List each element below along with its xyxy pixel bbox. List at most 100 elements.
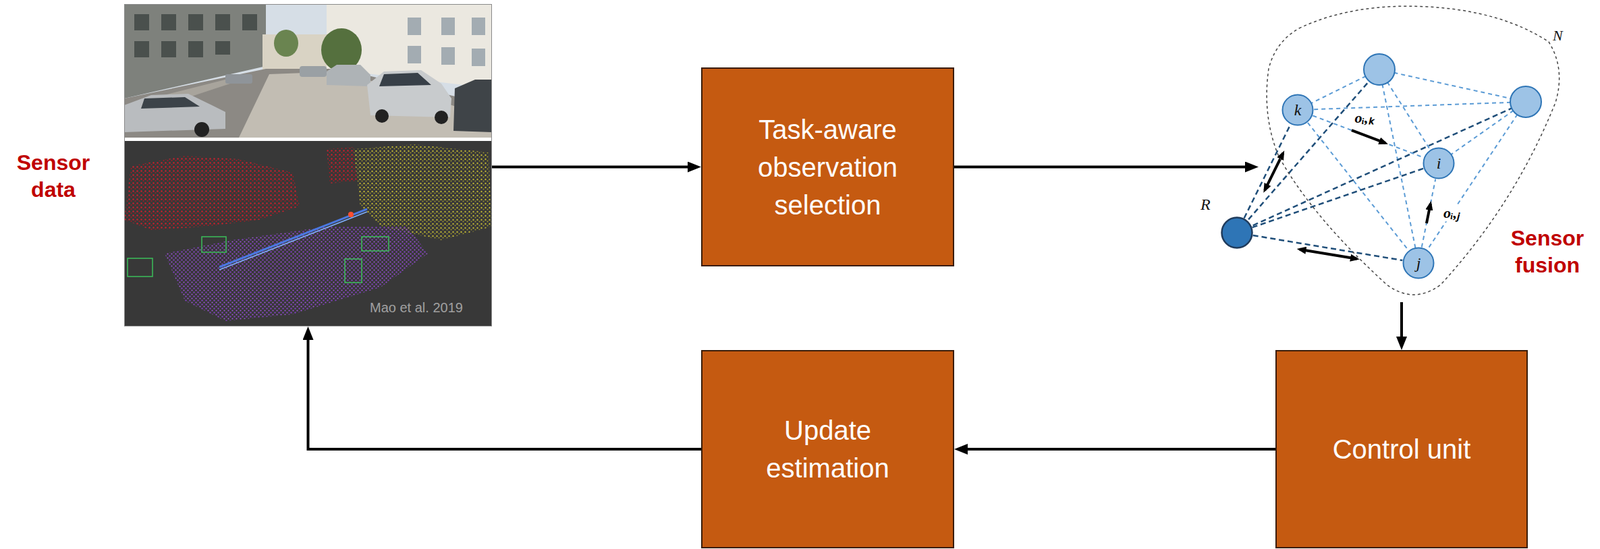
trajectory [219, 209, 368, 268]
link-line [1252, 168, 1424, 228]
link-line [1244, 124, 1291, 219]
observation-arrow [1426, 203, 1431, 224]
region-border [1266, 6, 1559, 295]
wheel [434, 110, 449, 125]
node-circle [1423, 148, 1455, 179]
box-label: Update estimation [729, 411, 926, 488]
edge-label: oᵢ,ⱼ [1441, 204, 1462, 222]
link-line [1253, 235, 1403, 261]
observation-arrow [1351, 130, 1386, 144]
sensor-illustration [124, 4, 492, 327]
sky [124, 4, 492, 138]
watermark: Mao et al. 2019 [369, 299, 463, 316]
arrow-line [958, 448, 1276, 451]
flow-arrow [308, 330, 702, 450]
link-line [1312, 115, 1424, 158]
box-label: Task-aware observation selection [729, 110, 926, 225]
arrow-line [1400, 302, 1403, 347]
process-box: Update estimation [701, 350, 955, 549]
sensor-fusion-region: kijNSensor fusion [1258, 1, 1566, 303]
edge-label: oᵢ,ₖ [1352, 109, 1376, 127]
wheel [375, 109, 389, 123]
tree [273, 29, 299, 57]
car [326, 64, 371, 87]
road [124, 68, 492, 138]
dashed-link [1307, 122, 1409, 251]
wheel [194, 122, 210, 137]
node-symbol: R [1200, 196, 1211, 213]
reference-line [1236, 69, 1380, 233]
sensor-node: i [1422, 147, 1455, 180]
window [242, 14, 258, 31]
sensor-circle [1363, 53, 1395, 86]
link-line [1421, 179, 1436, 248]
node-letter: k [1294, 101, 1302, 119]
arrow-line [308, 330, 702, 450]
window [407, 45, 422, 64]
node-circle [1222, 217, 1253, 249]
set-symbol: N [1552, 28, 1563, 44]
dashed-link [1253, 235, 1403, 261]
window [441, 47, 455, 65]
flow-arrow [954, 166, 1255, 168]
red-points [326, 147, 357, 184]
window [441, 17, 455, 36]
mesh-line [1379, 69, 1526, 102]
arrow-line [491, 166, 698, 169]
window [471, 17, 486, 36]
node-outline [1220, 216, 1254, 250]
sensor-node: j [1402, 246, 1435, 280]
detection-box [344, 259, 362, 283]
window [161, 14, 177, 31]
cloud-ground [124, 141, 492, 327]
car [453, 79, 492, 133]
node-letter: j [1416, 255, 1422, 272]
side-label: Sensor fusion [1503, 224, 1592, 279]
mesh-line [1297, 101, 1526, 110]
car-window [379, 72, 432, 87]
detection-box [361, 236, 389, 252]
yellow-points [353, 144, 492, 241]
flow-arrow [958, 449, 1276, 451]
car [225, 74, 253, 84]
reference-line [1236, 101, 1526, 233]
street-photo [124, 4, 492, 138]
window [188, 14, 204, 31]
reference-node: R [1220, 216, 1254, 250]
dashed-link [1252, 168, 1424, 228]
detection-box [127, 258, 153, 277]
purple-points [164, 226, 428, 322]
flow-arrow [491, 166, 698, 168]
observation-arrow [1299, 249, 1358, 260]
link-line [1307, 122, 1409, 251]
sensor-circle [1510, 86, 1542, 118]
arrow-line [954, 166, 1255, 169]
node-circle [1282, 95, 1314, 126]
car [124, 93, 226, 133]
window [134, 41, 150, 58]
sensor-node: k [1281, 93, 1314, 127]
process-box: Control unit [1275, 350, 1528, 549]
box-label: Control unit [1332, 430, 1472, 469]
dashed-link [1421, 179, 1436, 248]
car-window [141, 97, 200, 109]
ego-point [348, 211, 354, 218]
dashed-link [1312, 115, 1424, 158]
window [215, 41, 231, 55]
window [471, 48, 486, 67]
window [161, 41, 177, 58]
side-label: Sensor data [6, 149, 101, 204]
window [407, 17, 422, 36]
node-circle [1403, 248, 1434, 279]
window [134, 14, 150, 31]
flow-arrow [1401, 302, 1403, 347]
detection-box [201, 236, 227, 253]
red-points [124, 155, 300, 231]
node-letter: i [1436, 155, 1442, 172]
car [299, 66, 327, 77]
point-cloud [124, 141, 492, 327]
window [188, 41, 204, 58]
process-box: Task-aware observation selection [701, 67, 955, 267]
dashed-link [1244, 124, 1291, 219]
window [215, 14, 231, 31]
